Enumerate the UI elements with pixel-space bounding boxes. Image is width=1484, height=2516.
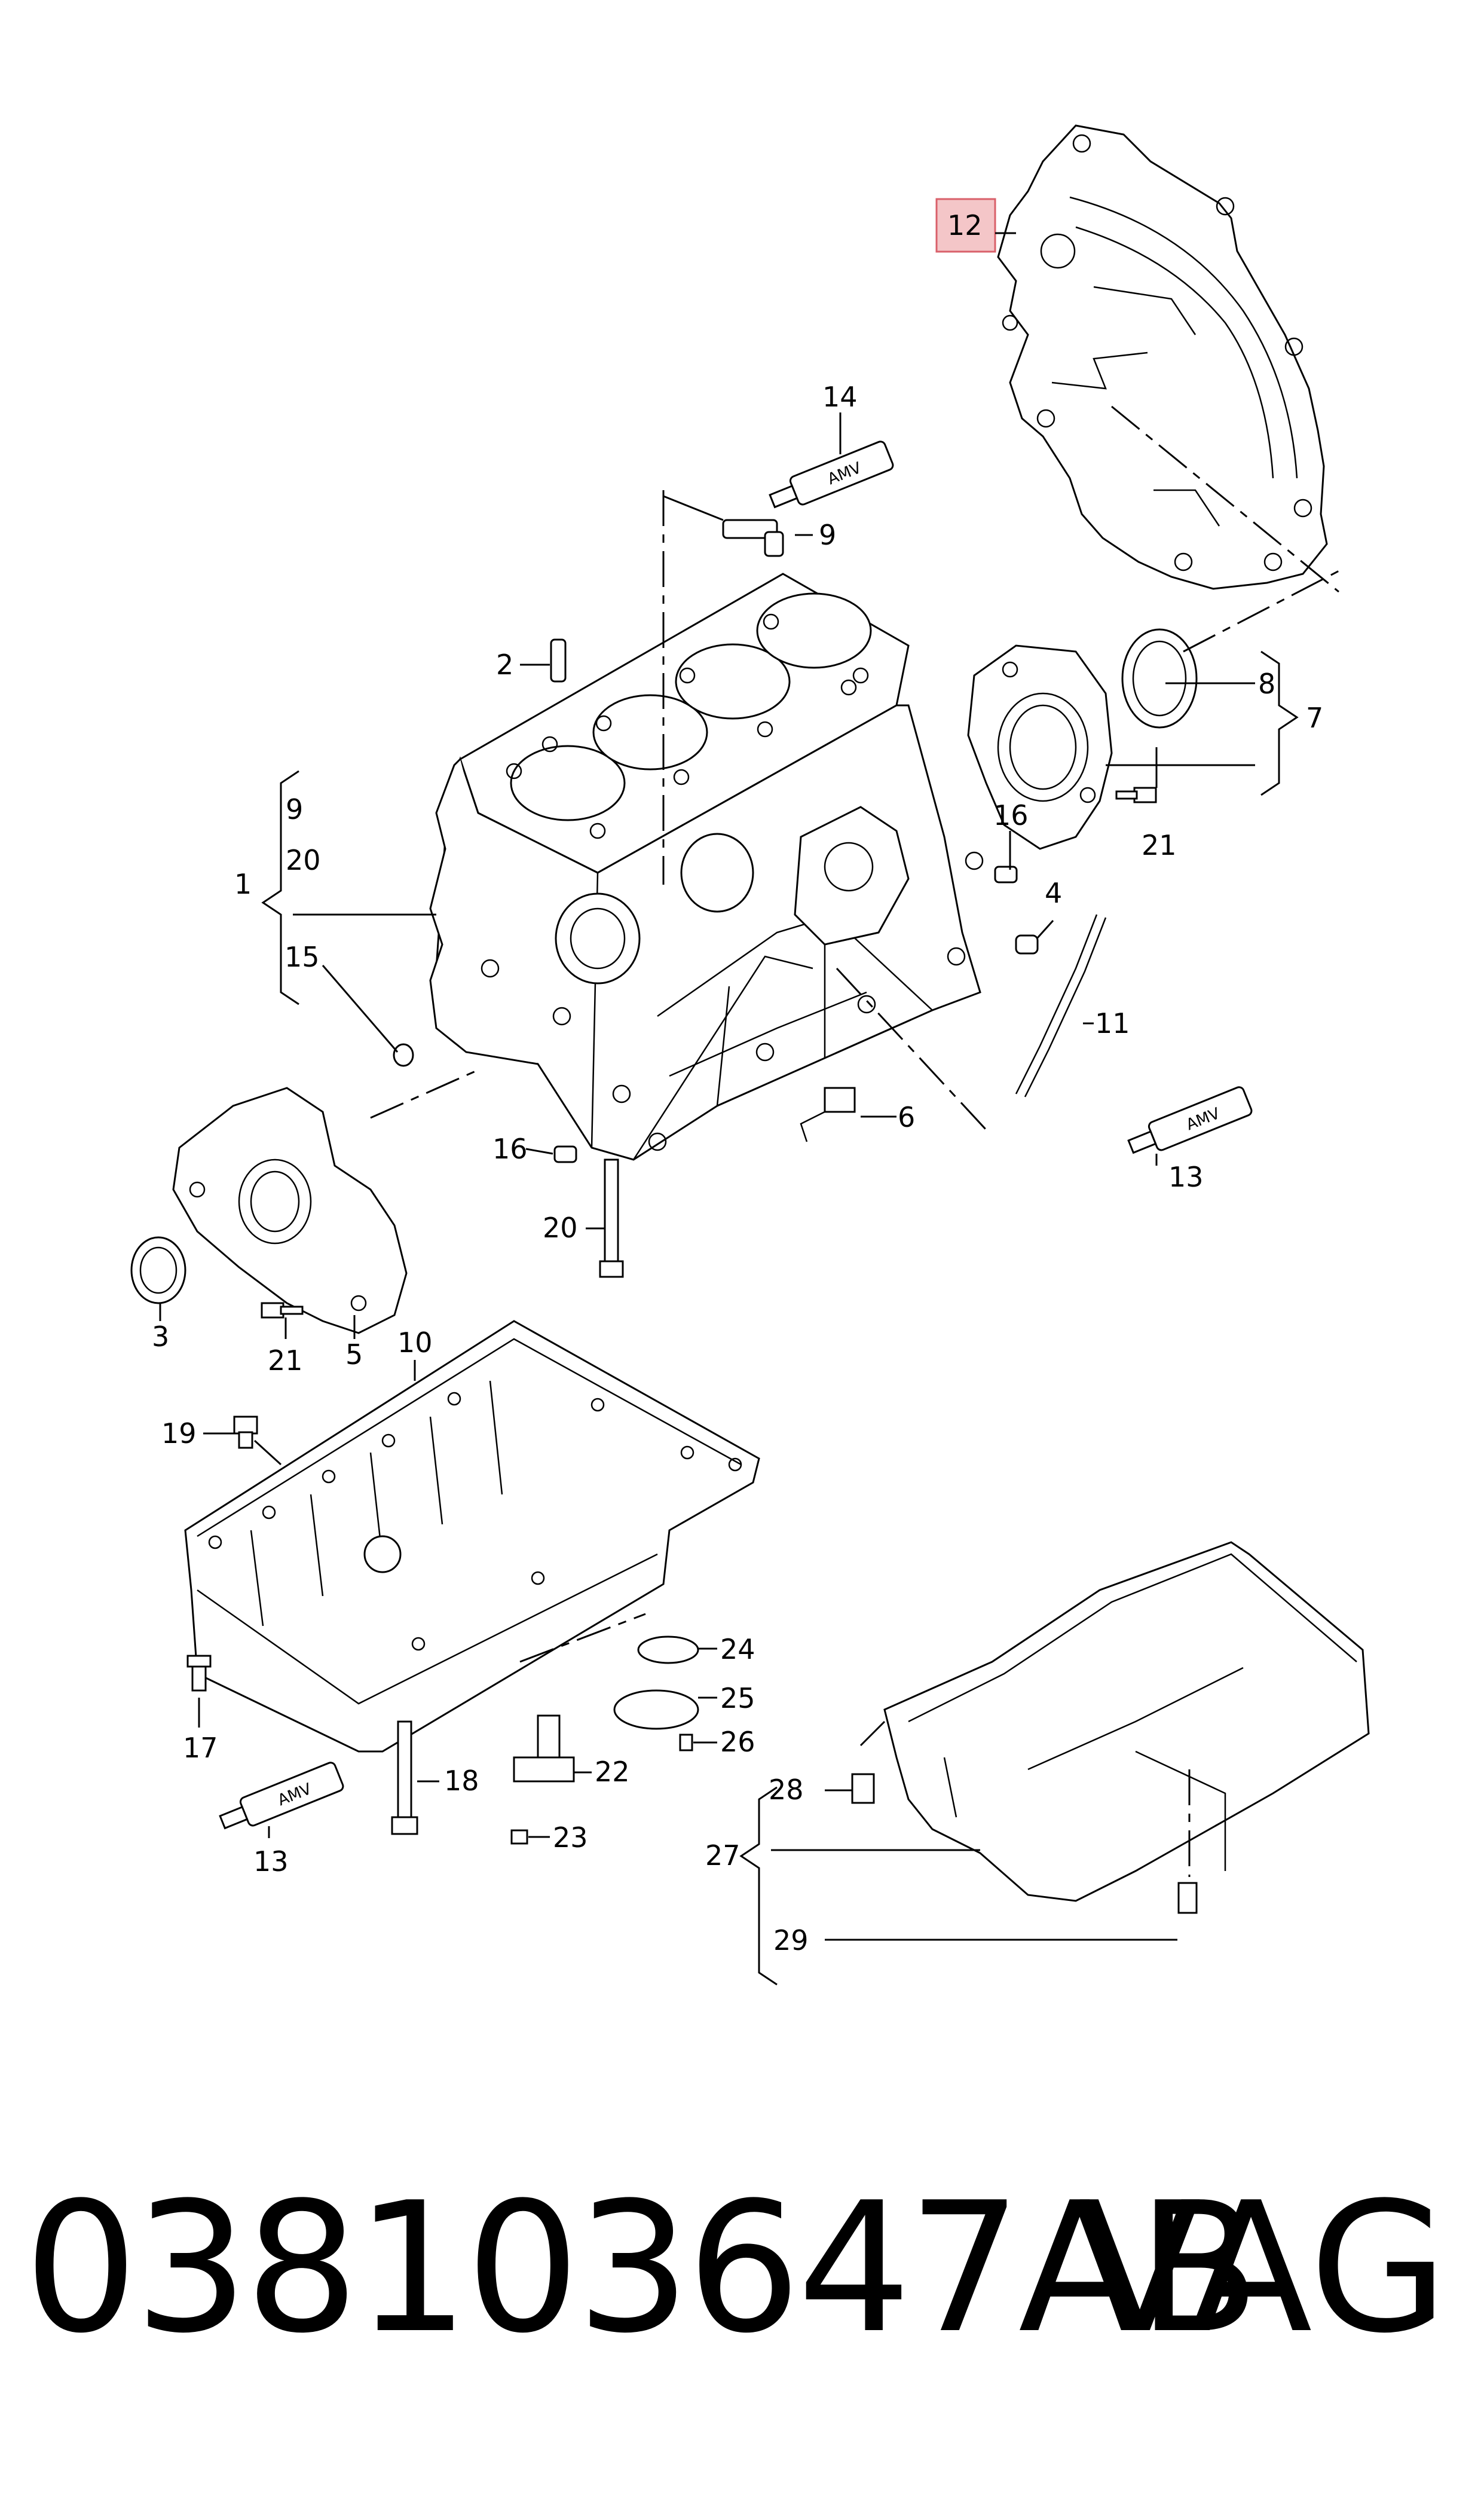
sealant-tube-bottom: AMV (219, 1762, 344, 1830)
callout-28: 28 (769, 1774, 804, 1806)
rear-cover-plate (997, 124, 1328, 590)
dowel-pin (550, 638, 567, 683)
callout-17: 17 (183, 1732, 218, 1764)
callout-9b: 9 (286, 793, 303, 826)
callout-2: 2 (496, 649, 513, 681)
callout-20b: 20 (543, 1212, 578, 1244)
callout-11: 11 (1095, 1007, 1130, 1040)
bolt-long (599, 1158, 624, 1278)
leader-lines (159, 232, 1255, 1941)
bolt-flange-front (261, 1302, 304, 1319)
assembly-centerlines (370, 405, 1345, 1877)
sealant-tube-right: AMV (1127, 1086, 1253, 1154)
callout-9: 9 (819, 519, 836, 551)
bolt-flange-rear (1115, 787, 1157, 803)
callout-25: 25 (720, 1682, 755, 1714)
seal-flange-sender (613, 1689, 699, 1730)
callout-16: 16 (993, 799, 1029, 831)
engine-block (429, 573, 984, 1161)
sealant-tube-top: AMV (769, 441, 894, 509)
callout-3: 3 (152, 1320, 169, 1353)
bolt-short (186, 1655, 212, 1692)
callout-10: 10 (397, 1326, 433, 1359)
bolt-long-pan (391, 1720, 418, 1835)
callout-24: 24 (720, 1633, 755, 1665)
drain-plug (233, 1416, 258, 1449)
bolt-sender (510, 1829, 528, 1845)
dipstick-guide-tube (1015, 914, 1107, 1097)
bush (1015, 934, 1039, 955)
callout-1: 1 (234, 868, 252, 900)
callout-8: 8 (1258, 668, 1275, 700)
footer: 038103647AB VAG (0, 2140, 1484, 2397)
sealing-plug (393, 1043, 414, 1067)
brand-name: VAG (1078, 2164, 1448, 2373)
front-seal-flange (172, 1087, 408, 1334)
callout-13b: 13 (253, 1845, 289, 1878)
sealing-ring (637, 1635, 699, 1664)
oil-pressure-switch (800, 1087, 856, 1142)
callout-27: 27 (705, 1839, 741, 1872)
callout-29: 29 (773, 1924, 809, 1956)
rear-seal-flange (967, 644, 1113, 850)
clip-fastener (851, 1773, 875, 1804)
lower-oil-pan (883, 1541, 1370, 1902)
callout-labels: 1 2 3 4 5 6 7 8 9 9 10 11 12 13 13 14 15… (152, 209, 1323, 1956)
part-number: 038103647AB (24, 2164, 1260, 2373)
callout-6: 6 (898, 1101, 915, 1133)
rear-oil-seal (1121, 628, 1198, 729)
highlight-box (935, 198, 996, 253)
callout-22: 22 (595, 1756, 630, 1788)
callout-15: 15 (284, 941, 320, 973)
clip-fastener-lower (1177, 1882, 1198, 1914)
callout-12: 12 (947, 209, 983, 241)
callout-19: 19 (161, 1417, 197, 1450)
callout-7: 7 (1306, 702, 1323, 734)
group-brackets (261, 650, 1299, 1986)
oil-pan (184, 1320, 760, 1753)
front-oil-seal (130, 1236, 186, 1304)
callout-21: 21 (1142, 829, 1177, 861)
oil-jet (722, 519, 784, 557)
callout-18: 18 (444, 1765, 479, 1797)
callout-5: 5 (345, 1338, 363, 1371)
dowel-sleeve-front (553, 1145, 577, 1163)
callout-20: 20 (286, 844, 321, 876)
callout-21b: 21 (268, 1344, 303, 1377)
dowel-sleeve-rear (994, 866, 1018, 883)
callout-23: 23 (553, 1821, 588, 1854)
callout-16b: 16 (492, 1133, 528, 1165)
callout-13: 13 (1168, 1161, 1204, 1193)
oil-level-sender (513, 1714, 575, 1783)
callout-14: 14 (822, 381, 858, 413)
callout-4: 4 (1045, 877, 1062, 909)
screw-small (679, 1734, 693, 1751)
callout-26: 26 (720, 1726, 755, 1758)
